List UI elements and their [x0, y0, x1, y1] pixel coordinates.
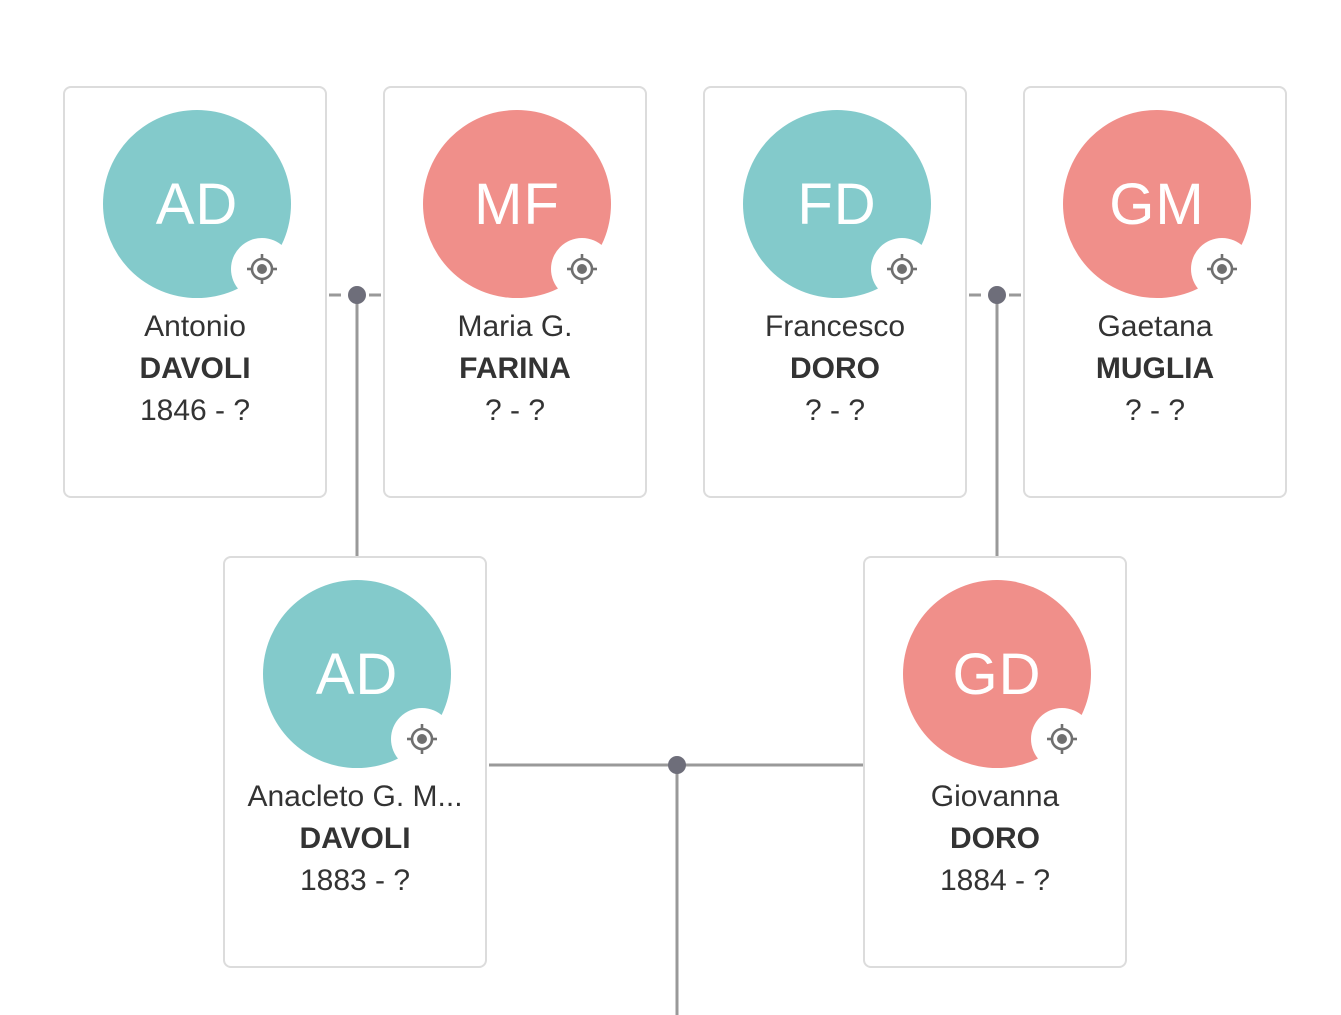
first-name: Giovanna [930, 780, 1060, 813]
life-dates: 1883 - ? [299, 864, 411, 897]
last-name: DAVOLI [139, 352, 251, 385]
crosshair-target-icon[interactable] [1191, 238, 1253, 300]
person-card-giovanna-doro[interactable]: GD Giovanna DORO 1884 - ? [863, 556, 1127, 968]
last-name: MUGLIA [1095, 352, 1215, 385]
person-card-maria-farina[interactable]: MF Maria G. FARINA ? - ? [383, 86, 647, 498]
crosshair-target-icon[interactable] [1031, 708, 1093, 770]
first-name: Francesco [764, 310, 906, 343]
crosshair-target-icon[interactable] [391, 708, 453, 770]
life-dates: 1846 - ? [139, 394, 251, 427]
life-dates: 1884 - ? [939, 864, 1051, 897]
junction-dot [668, 756, 686, 774]
life-dates: ? - ? [484, 394, 546, 427]
first-name: Antonio [144, 310, 246, 343]
last-name: DORO [950, 822, 1040, 855]
junction-dot [348, 286, 366, 304]
person-card-gaetana-muglia[interactable]: GM Gaetana MUGLIA ? - ? [1023, 86, 1287, 498]
last-name: DAVOLI [299, 822, 411, 855]
crosshair-target-icon[interactable] [871, 238, 933, 300]
first-name: Gaetana [1097, 310, 1213, 343]
person-card-anacleto-davoli[interactable]: AD Anacleto G. M... DAVOLI 1883 - ? [223, 556, 487, 968]
crosshair-target-icon[interactable] [231, 238, 293, 300]
junction-dot [988, 286, 1006, 304]
last-name: DORO [790, 352, 880, 385]
first-name: Anacleto G. M... [247, 780, 463, 813]
avatar: GD [903, 580, 1091, 768]
crosshair-target-icon[interactable] [551, 238, 613, 300]
person-card-francesco-doro[interactable]: FD Francesco DORO ? - ? [703, 86, 967, 498]
life-dates: ? - ? [1124, 394, 1186, 427]
last-name: FARINA [459, 352, 571, 385]
life-dates: ? - ? [804, 394, 866, 427]
person-card-antonio-davoli[interactable]: AD Antonio DAVOLI 1846 - ? [63, 86, 327, 498]
first-name: Maria G. [457, 310, 573, 343]
